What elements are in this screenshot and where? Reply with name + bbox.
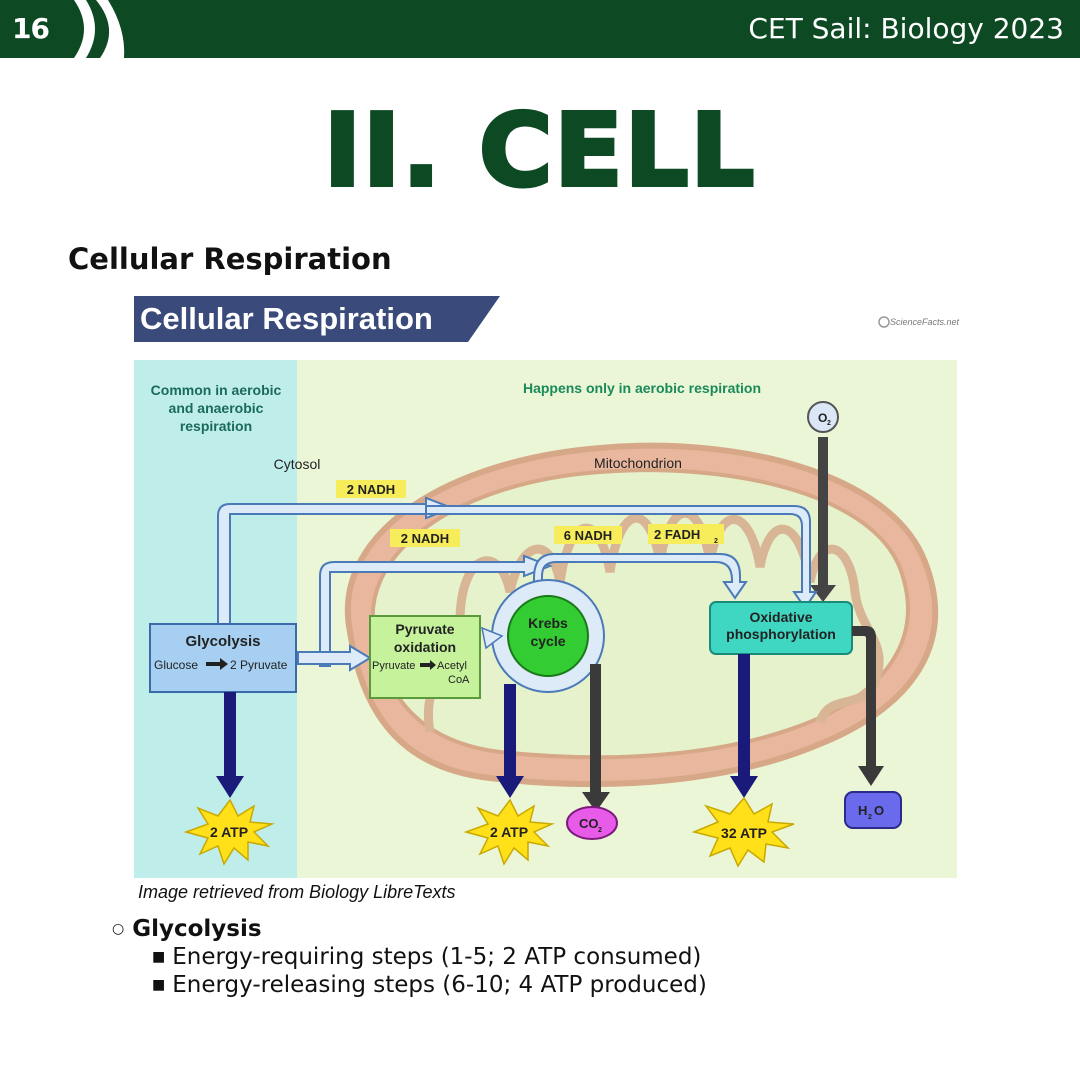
h2o-bubble [844,791,902,829]
bullet-glycolysis-text: Glycolysis [132,916,262,942]
co2-label: CO [579,816,599,831]
fadh-label: 2 FADH [654,527,700,542]
header-banner [0,0,1080,58]
aerobic-zone-label: Happens only in aerobic respiration [523,380,761,396]
page-number: 16 [12,12,50,45]
atp-burst-1 [183,798,275,866]
nadh-mid-badge [390,529,460,547]
nadh-top-badge [336,480,406,498]
atp-3-label: 32 ATP [721,825,767,841]
logo-icon [878,316,890,328]
atp-arrows [216,654,758,798]
figure-banner-text: Cellular Respiration [140,301,433,336]
h2o-h: H [858,803,867,818]
bullet-glycolysis: ○ Glycolysis [112,916,262,942]
o2-bubble [807,401,839,433]
pyruvate-oxidation-box [369,615,481,699]
hollow-bullet-icon: ○ [112,921,125,937]
krebs-label-2: cycle [530,633,565,649]
byproduct-arrows [582,626,884,812]
oxphos-label-2: phosphorylation [726,626,836,642]
pyruvate-eq-right-2: CoA [448,674,470,686]
common-zone-label-1: Common in aerobic [151,382,282,398]
page-tab-shape [0,0,125,58]
h2o-subscript: 2 [868,814,872,821]
krebs-core [507,595,589,677]
o2-subscript: 2 [827,420,831,427]
header-title: CET Sail: Biology 2023 [748,12,1064,45]
oxphos-label-1: Oxidative [749,609,812,625]
sub-bullet-2: ■ Energy-releasing steps (6-10; 4 ATP pro… [152,972,707,998]
acetyl-coa-arrow [480,626,504,650]
common-zone [134,360,297,878]
glycolysis-box [149,623,297,693]
co2-subscript: 2 [598,827,602,834]
pyruvate-eq-right: Acetyl [437,660,467,672]
common-zone-label-3: respiration [180,418,252,434]
logo-text: ScienceFacts.net [890,317,960,327]
cytosol-label: Cytosol [274,456,321,472]
atp-burst-2 [463,798,555,866]
nadh-krebs-badge [554,526,622,544]
atp-1-label: 2 ATP [210,824,248,840]
pyruvate-label-1: Pyruvate [395,621,454,637]
atp-burst-3 [691,796,795,868]
chapter-title: II. CELL [322,90,757,211]
sub-bullet-2-text: Energy-releasing steps (6-10; 4 ATP prod… [172,972,707,998]
square-bullet-icon: ■ [152,949,166,965]
glycolysis-label: Glycolysis [185,633,260,650]
o2-arrow-head [810,585,836,602]
cellular-respiration-diagram: Cellular Respiration ScienceFacts.net Co… [134,296,960,878]
atp-2-label: 2 ATP [490,824,528,840]
glycolysis-eq-left: Glucose [154,658,198,672]
electron-carrier-arrows [217,496,818,672]
sub-bullet-1: ■ Energy-requiring steps (1-5; 2 ATP cons… [152,944,701,970]
common-zone-label-2: and anaerobic [169,400,264,416]
figure-caption: Image retrieved from Biology LibreTexts [138,882,456,902]
square-bullet-icon: ■ [152,977,166,993]
fadh-subscript: 2 [714,538,718,545]
h2o-o: O [874,803,884,818]
krebs-label-1: Krebs [528,615,568,631]
nadh-mid-label: 2 NADH [401,531,449,546]
mitochondrion-label: Mitochondrion [594,455,682,471]
pyruvate-eq-arrow [420,660,436,670]
section-title: Cellular Respiration [68,242,392,276]
pyruvate-label-2: oxidation [394,639,456,655]
o2-label: O [818,411,827,425]
glycolysis-eq-right: 2 Pyruvate [230,658,288,672]
fadh-badge [648,524,724,544]
o2-arrow-shaft [818,437,828,587]
sub-bullet-1-text: Energy-requiring steps (1-5; 2 ATP consu… [172,944,702,970]
figure-banner [134,296,500,342]
nadh-krebs-label: 6 NADH [564,528,612,543]
nadh-top-label: 2 NADH [347,482,395,497]
pyruvate-eq-left: Pyruvate [372,660,415,672]
co2-bubble [566,806,618,840]
glycolysis-eq-arrow [206,658,228,670]
